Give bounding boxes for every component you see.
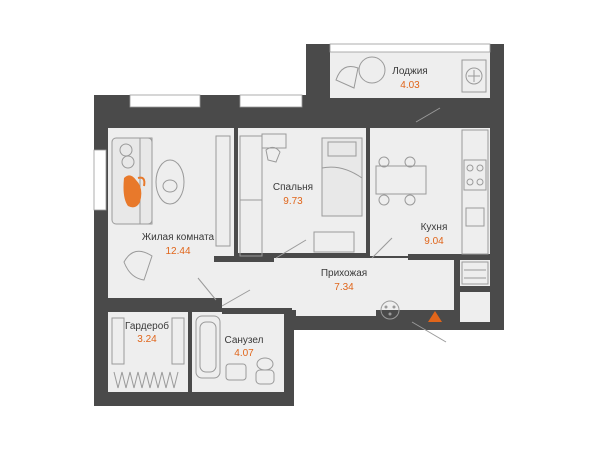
loggia-furniture [335,56,487,93]
room-area-bathroom: 4.07 [234,348,254,359]
room-area-loggia: 4.03 [400,80,420,91]
room-name-kitchen: Кухня [421,222,448,233]
windows [93,43,491,211]
bathroom-furniture [195,315,275,385]
room-labels: Лоджия 4.03 Жилая комната 12.44 Спальня … [125,66,447,359]
room-name-bedroom: Спальня [273,182,313,193]
doors [197,107,447,343]
room-name-hallway: Прихожая [321,268,367,279]
room-name-bathroom: Санузел [225,335,264,346]
bedroom-furniture [239,133,363,257]
kitchen-furniture [375,129,489,255]
interior-walls [108,124,490,394]
hallway-furniture [380,261,489,320]
room-area-living: 12.44 [165,246,190,257]
room-name-loggia: Лоджия [392,66,427,77]
room-area-wardrobe: 3.24 [137,334,157,345]
room-name-living: Жилая комната [142,232,215,243]
stove-icon [463,159,487,191]
entrance-arrow-icon [428,311,442,322]
room-area-kitchen: 9.04 [424,236,444,247]
room-area-bedroom: 9.73 [283,196,303,207]
wardrobe-furniture [111,317,185,389]
room-name-wardrobe: Гардероб [125,320,169,332]
living-furniture [111,135,231,281]
fan-icon [465,67,483,85]
cat-icon [123,175,146,208]
room-area-hallway: 7.34 [334,282,354,293]
